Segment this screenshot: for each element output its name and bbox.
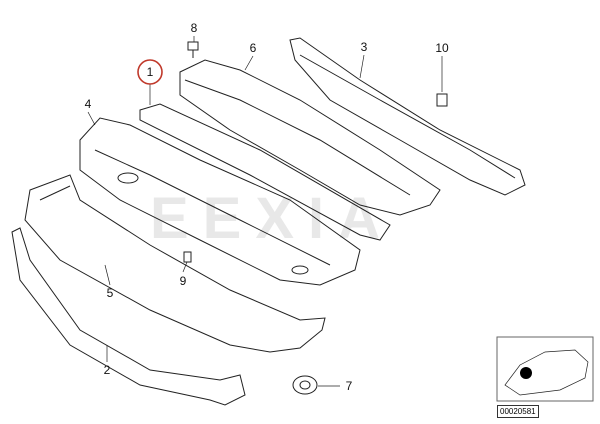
callout-6[interactable]: 6 [249,41,257,55]
callout-10[interactable]: 10 [435,41,449,55]
part-5-seal-loop [24,174,326,353]
part-1-seal [139,103,391,241]
callout-9[interactable]: 9 [179,274,187,288]
callout-1[interactable]: 1 [146,65,154,79]
leader-lines [87,36,443,387]
callout-3[interactable]: 3 [360,40,368,54]
part-3-bracket [289,37,526,196]
callout-8[interactable]: 8 [190,21,198,35]
callout-2[interactable]: 2 [103,363,111,377]
highlight-circle-1 [137,59,163,85]
callout-4[interactable]: 4 [84,97,92,111]
location-marker [520,367,532,379]
part-9-screw [183,251,192,263]
part-6-cowl-panel [179,59,441,216]
diagram-code: 00020581 [497,405,539,418]
part-7-grommet [292,375,318,395]
part-2-bar [11,227,246,406]
part-10-clip [436,93,448,107]
car-location-thumbnail [496,336,594,402]
callout-7[interactable]: 7 [345,379,353,393]
part-4-lower-tray [79,117,361,286]
callout-5[interactable]: 5 [106,286,114,300]
part-8-clip [187,41,199,58]
